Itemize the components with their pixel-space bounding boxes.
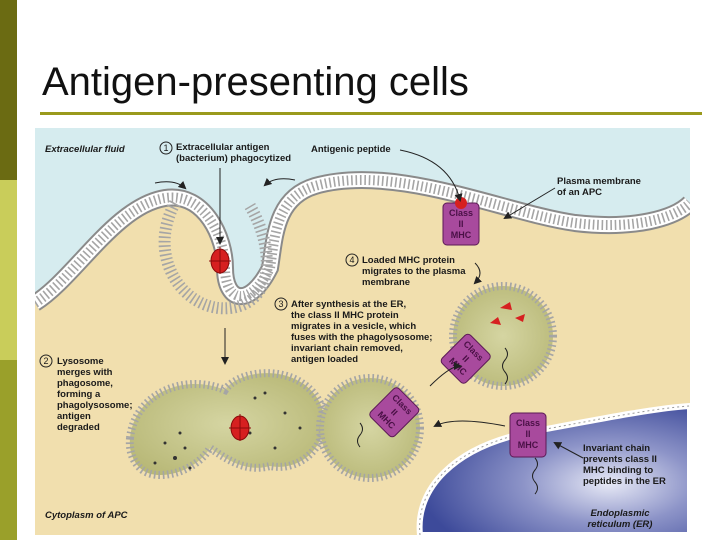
sidebar-segment-top [0, 0, 17, 180]
svg-text:Class: Class [516, 418, 540, 428]
svg-text:Lysosome: Lysosome [57, 356, 104, 367]
svg-text:3: 3 [278, 299, 283, 309]
svg-text:degraded: degraded [57, 422, 100, 433]
invariant-chain-icon [502, 347, 508, 385]
plasma-membrane-label-line1: Plasma membrane [557, 176, 641, 187]
antigen-bacterium-icon [209, 247, 231, 274]
sidebar-segment-bottom [0, 360, 17, 540]
er-label-line1: Endoplasmic [590, 508, 650, 519]
extracellular-label: Extracellular fluid [45, 144, 125, 155]
svg-text:II: II [460, 353, 471, 364]
step-4: 4 Loaded MHC protein migrates to the pla… [345, 253, 466, 288]
er-label-line2: reticulum (ER) [588, 519, 653, 530]
svg-text:invariant chain removed,: invariant chain removed, [291, 343, 403, 354]
svg-text:After synthesis at the ER,: After synthesis at the ER, [291, 299, 406, 310]
apc-diagram: Class II MHC Class II MHC Class II MHC C… [35, 128, 690, 535]
antigenic-peptide-label: Antigenic peptide [311, 144, 391, 155]
svg-text:prevents class II: prevents class II [583, 454, 657, 465]
svg-text:Invariant chain: Invariant chain [583, 443, 650, 454]
svg-text:MHC binding to: MHC binding to [583, 465, 653, 476]
sidebar-segment-middle [0, 180, 17, 360]
svg-text:phagolysosome;: phagolysosome; [57, 400, 133, 411]
svg-text:II: II [525, 429, 530, 439]
svg-text:fuses with the phagolysosome;: fuses with the phagolysosome; [291, 332, 432, 343]
svg-text:membrane: membrane [362, 277, 410, 288]
svg-text:2: 2 [43, 356, 48, 366]
svg-text:(bacterium) phagocytized: (bacterium) phagocytized [176, 153, 291, 164]
svg-text:4: 4 [349, 255, 354, 265]
svg-text:II: II [389, 407, 400, 418]
step-1: 1 Extracellular antigen (bacterium) phag… [159, 141, 291, 164]
svg-text:merges with: merges with [57, 367, 113, 378]
svg-text:Loaded MHC protein: Loaded MHC protein [362, 255, 455, 266]
svg-text:migrates to the plasma: migrates to the plasma [362, 266, 466, 277]
phagolysosome [125, 369, 328, 480]
svg-text:migrates in a vesicle, which: migrates in a vesicle, which [291, 321, 416, 332]
title-underline [40, 112, 702, 115]
svg-text:antigen: antigen [57, 411, 91, 422]
step-2: 2 Lysosome merges with phagosome, formin… [39, 354, 133, 433]
svg-text:peptides in the ER: peptides in the ER [583, 476, 666, 487]
svg-text:Extracellular antigen: Extracellular antigen [176, 142, 270, 153]
degraded-antigen-icon [229, 414, 251, 441]
er-vesicle [316, 374, 424, 482]
cytoplasm-label: Cytoplasm of APC [45, 510, 128, 521]
mhc-protein-membrane: Class II MHC [442, 197, 480, 246]
svg-text:forming a: forming a [57, 389, 101, 400]
svg-text:II: II [458, 219, 463, 229]
svg-text:the class II MHC protein: the class II MHC protein [291, 310, 399, 321]
svg-text:phagosome,: phagosome, [57, 378, 113, 389]
step-3: 3 After synthesis at the ER, the class I… [274, 297, 432, 365]
svg-text:antigen loaded: antigen loaded [291, 354, 358, 365]
slide-title: Antigen-presenting cells [42, 60, 469, 104]
svg-text:1: 1 [163, 143, 168, 153]
plasma-membrane-label-line2: of an APC [557, 187, 602, 198]
svg-text:MHC: MHC [518, 440, 539, 450]
phagocytic-pocket [158, 200, 273, 315]
svg-text:MHC: MHC [451, 230, 472, 240]
slide-sidebar [0, 0, 17, 540]
invariant-chain-callout: Invariant chain prevents class II MHC bi… [583, 443, 666, 487]
mhc-protein-er: Class II MHC [509, 412, 547, 495]
svg-text:Class: Class [449, 208, 473, 218]
